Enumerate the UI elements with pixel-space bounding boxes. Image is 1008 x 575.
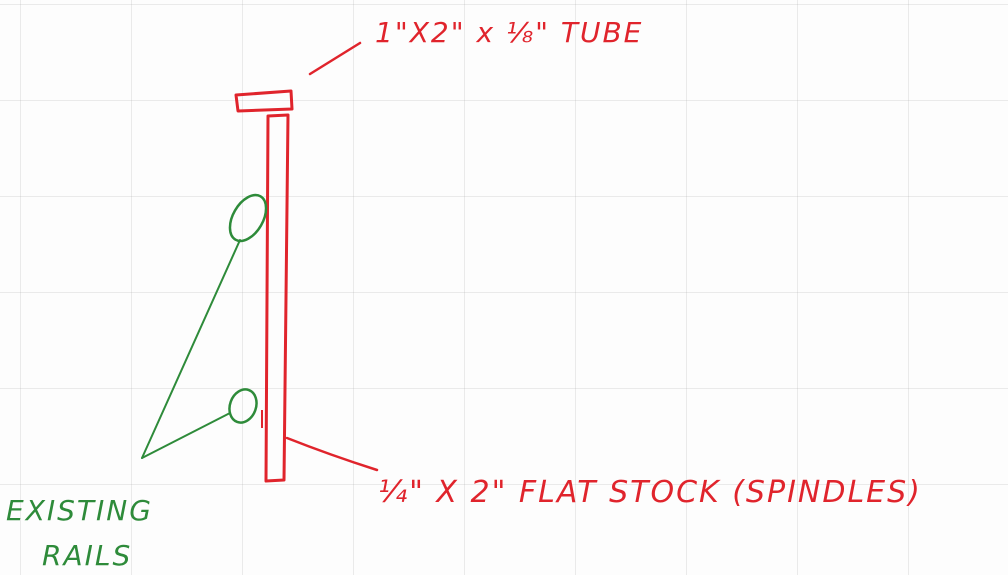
tube-cap [234,89,294,113]
tube-leader-line [308,41,362,76]
flat-stock-label: ¼" X 2" FLAT STOCK (SPINDLES) [378,475,922,510]
flat-stock-spindle [264,113,290,483]
rail-pointer-lower [141,412,231,459]
existing-rails-label-line1: EXISTING [6,494,153,527]
lower-rail-ellipse [228,388,258,424]
rail-pointer-upper [141,239,241,459]
existing-rails-label-line2: RAILS [42,539,132,572]
tube-label: 1"X2" x ⅛" TUBE [375,16,643,49]
flat-stock-leader-line [285,436,379,472]
upper-rail-ellipse [228,193,268,243]
